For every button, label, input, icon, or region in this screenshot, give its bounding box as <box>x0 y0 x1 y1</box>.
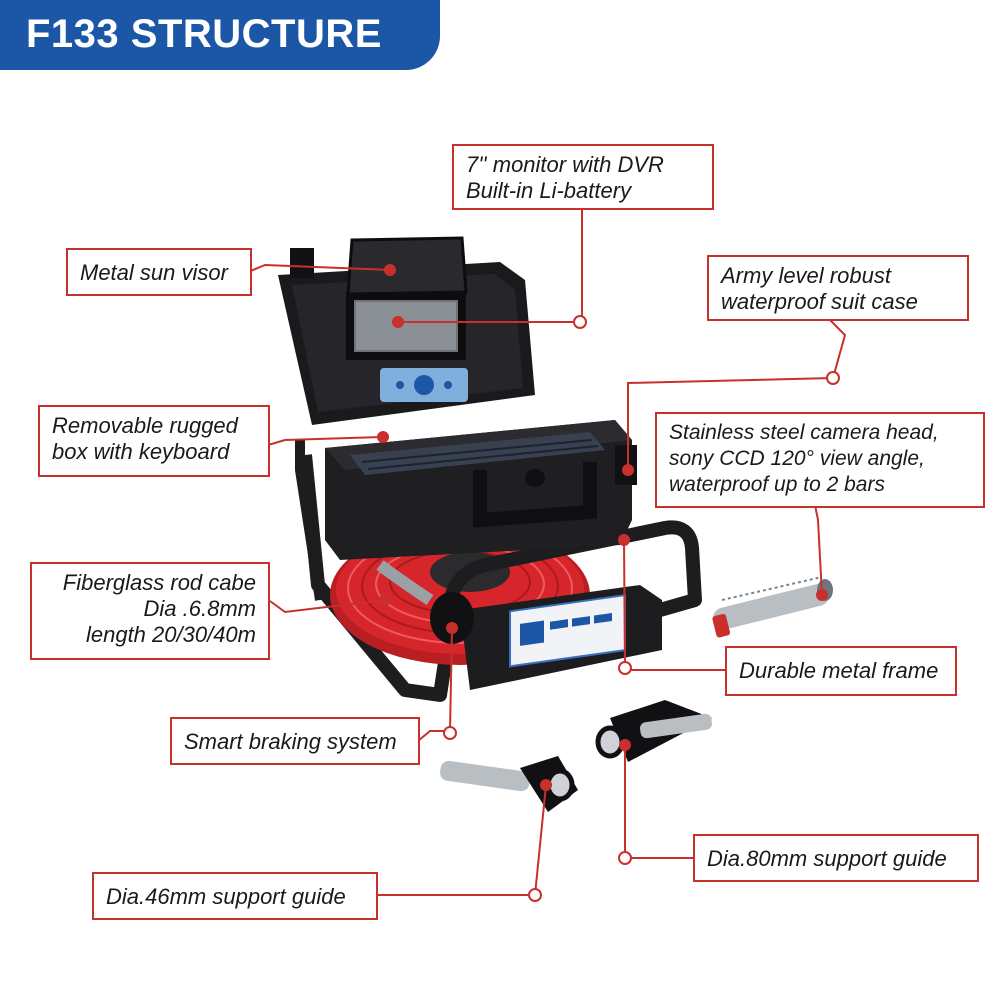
callout-guide-80-line-1: Dia.80mm support guide <box>707 846 947 871</box>
callout-sun-visor: Metal sun visor <box>66 248 252 296</box>
sun-visor <box>346 236 468 296</box>
callout-sun-visor-line-1: Metal sun visor <box>80 260 228 285</box>
callout-monitor-line-1: 7'' monitor with DVR <box>466 152 664 177</box>
callout-keyboard-box: Removable rugged box with keyboard <box>38 405 270 477</box>
callout-camera-head-line-2: sony CCD 120° view angle, <box>669 447 925 470</box>
callout-braking-system: Smart braking system <box>170 717 420 765</box>
leader-fiberglass <box>269 599 386 614</box>
leader-braking <box>417 627 453 742</box>
callout-monitor-line-2: Built-in Li-battery <box>466 178 632 203</box>
case-handle <box>473 462 597 528</box>
support-guide-80 <box>595 700 712 762</box>
callout-suit-case-line-1: Army level robust <box>721 263 891 288</box>
callout-metal-frame-line-1: Durable metal frame <box>739 658 939 683</box>
brake-knob <box>430 592 474 644</box>
title-banner: F133 STRUCTURE <box>0 0 440 70</box>
leader-sun-visor <box>247 263 391 273</box>
callout-keyboard-box-line-2: box with keyboard <box>52 439 230 464</box>
leader-camera-head <box>814 504 823 596</box>
callout-camera-head: Stainless steel camera head, sony CCD 12… <box>655 412 985 508</box>
page-title: F133 STRUCTURE <box>26 12 382 56</box>
callout-fiberglass-rod-line-1: Fiberglass rod cabe <box>62 570 256 595</box>
rugged-case <box>325 420 632 560</box>
inspection-unit <box>278 236 702 702</box>
leader-keyboard <box>267 436 384 446</box>
leader-guide-80 <box>624 745 694 859</box>
callout-fiberglass-rod: Fiberglass rod cabe Dia .6.8mm length 20… <box>30 562 270 660</box>
callout-camera-head-line-3: waterproof up to 2 bars <box>669 473 885 496</box>
callout-guide-46: Dia.46mm support guide <box>92 872 378 920</box>
callout-suit-case-line-2: waterproof suit case <box>721 289 918 314</box>
callout-metal-frame: Durable metal frame <box>725 646 957 696</box>
camera-head <box>712 576 833 638</box>
case-lid <box>278 236 535 425</box>
callout-braking-system-line-1: Smart braking system <box>184 729 397 754</box>
callout-guide-46-line-1: Dia.46mm support guide <box>106 884 346 909</box>
leader-dots <box>377 264 840 902</box>
support-guide-46 <box>440 756 578 812</box>
callout-fiberglass-rod-line-2: Dia .6.8mm <box>143 596 256 621</box>
callout-camera-head-line-1: Stainless steel camera head, <box>669 421 939 444</box>
callout-monitor: 7'' monitor with DVR Built-in Li-battery <box>452 144 714 210</box>
frame-rear-bar <box>295 440 325 601</box>
steel-hose <box>376 560 434 605</box>
callout-fiberglass-rod-line-3: length 20/30/40m <box>85 622 256 647</box>
callout-keyboard-box-line-1: Removable rugged <box>52 413 238 438</box>
leader-guide-46 <box>376 784 547 896</box>
callout-suit-case: Army level robust waterproof suit case <box>707 255 969 321</box>
callout-guide-80: Dia.80mm support guide <box>693 834 979 882</box>
